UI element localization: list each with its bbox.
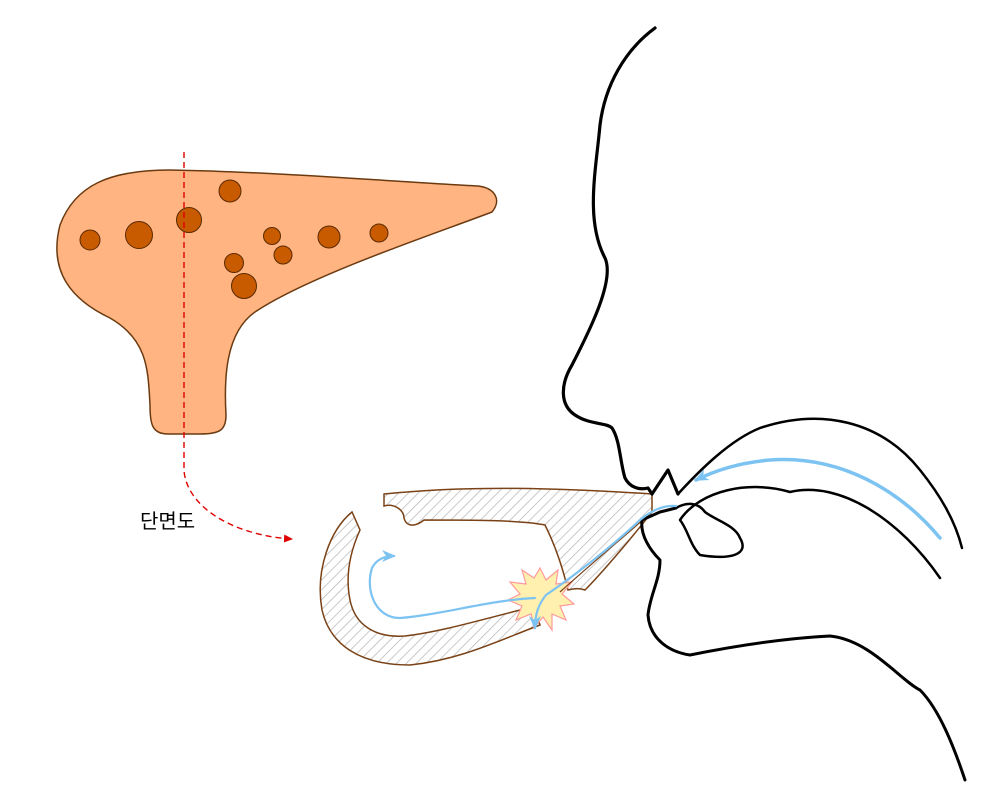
cut-line-arrow	[183, 152, 293, 543]
ocarina-cross-section	[319, 487, 653, 666]
airflow-breath-arrow	[694, 457, 942, 540]
finger-hole	[369, 223, 389, 243]
finger-hole	[224, 253, 244, 273]
section-wall-bottom	[319, 510, 541, 666]
airflow-windway	[544, 504, 678, 597]
airflow	[368, 457, 942, 630]
ocarina-top-view	[56, 152, 498, 543]
mouth-cavity-lower	[674, 485, 942, 580]
finger-hole	[125, 221, 153, 249]
finger-hole	[317, 225, 341, 249]
cross-section-label: 단면도	[140, 509, 196, 533]
finger-hole	[218, 179, 242, 203]
finger-hole	[273, 245, 293, 265]
finger-hole	[231, 273, 257, 299]
finger-holes	[79, 179, 389, 299]
finger-hole	[263, 227, 281, 245]
airflow-split-down-arrow	[529, 593, 548, 630]
ocarina-body	[56, 169, 498, 435]
section-wall-top	[383, 487, 653, 591]
airflow-chamber-arrow	[368, 550, 537, 620]
face-profile	[561, 26, 967, 782]
upper-lip	[650, 468, 680, 496]
lower-lip-chin	[640, 506, 967, 782]
vibration-burst	[506, 566, 576, 632]
finger-hole	[176, 207, 202, 233]
finger-hole	[79, 229, 101, 251]
face-upper-outline	[561, 26, 657, 496]
mouth-cavity-upper	[676, 417, 964, 550]
